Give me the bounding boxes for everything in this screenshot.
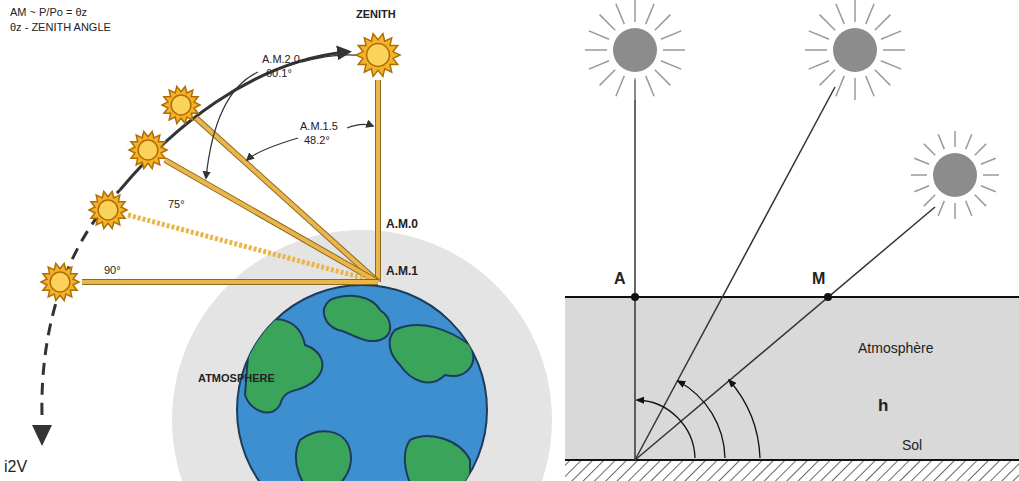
angle-label: h: [878, 396, 888, 416]
sun-ray: [966, 201, 972, 216]
point-label: A: [614, 270, 626, 288]
sun-ray: [589, 31, 609, 39]
sun-core: [138, 140, 158, 160]
sun-icons: [41, 34, 400, 301]
sun-core: [171, 95, 191, 115]
sun-ray: [854, 78, 856, 100]
arrowhead: [32, 425, 52, 446]
sun-ray: [585, 49, 607, 51]
sun-ray: [966, 134, 972, 149]
sun-core: [50, 272, 70, 292]
sun-ray: [634, 78, 636, 100]
ground-hatch: [565, 461, 1019, 481]
sun-ray: [875, 15, 891, 31]
sun-ray: [820, 15, 836, 31]
sun-ray: [836, 76, 844, 96]
point-a: [631, 293, 639, 301]
sun-ray: [914, 186, 929, 192]
sun-ray: [938, 134, 944, 149]
air-mass-label: A.M.0: [386, 218, 418, 232]
sun-ray: [975, 195, 986, 206]
point-m: [824, 293, 832, 301]
sun-ray: [616, 4, 624, 24]
sun-ray: [881, 31, 901, 39]
sun-path-arrow: [120, 52, 346, 190]
angle-label: 60.1°: [266, 67, 292, 80]
air-mass-label: A.M.1.5: [300, 120, 338, 133]
continents: [245, 296, 473, 481]
sun-ray: [820, 70, 836, 86]
formula-note: θz - ZENITH ANGLE: [10, 21, 111, 34]
sun-lines: [635, 80, 935, 460]
sun-ray: [866, 76, 874, 96]
elevation-arcs: [637, 380, 760, 458]
sun-ray: [809, 61, 829, 69]
sun-ray: [954, 203, 956, 219]
sun-ray: [646, 76, 654, 96]
sun-ray: [938, 201, 944, 216]
sun-ray: [981, 158, 996, 164]
sun-ray: [661, 61, 681, 69]
sun-ray: [881, 61, 901, 69]
sun-ray: [854, 0, 856, 22]
sun-icons: [585, 0, 999, 219]
angle-label: 75°: [168, 198, 185, 211]
sun-ray: [883, 49, 905, 51]
sun-ray: [646, 4, 654, 24]
sun-ray: [809, 31, 829, 39]
sun-rays: [82, 80, 378, 282]
atmosphere-label: Atmosphère: [858, 340, 933, 356]
sun-star: [162, 87, 200, 124]
angle-label: 90°: [104, 264, 121, 277]
point-label: M: [812, 270, 825, 288]
sun-ray: [600, 15, 616, 31]
sun-disc: [613, 28, 657, 72]
sun-star: [356, 34, 400, 77]
sun-ray: [655, 15, 671, 31]
atmosphere-label: ATMOSPHERE: [198, 372, 275, 385]
sun-ray: [866, 4, 874, 24]
sun-ray: [975, 144, 986, 155]
ground-line: [565, 459, 1019, 461]
sun-ray: [911, 174, 927, 176]
sun-ray: [663, 49, 685, 51]
sun-star: [41, 264, 79, 301]
sun-ray: [805, 49, 827, 51]
sun-core: [367, 44, 390, 67]
air-mass-label: A.M.2.0: [262, 53, 300, 66]
sun-ray: [661, 31, 681, 39]
sun-star: [89, 192, 127, 229]
sun-ray: [634, 0, 636, 22]
sun-ray: [924, 195, 935, 206]
cropped-text: i2V: [4, 458, 27, 476]
formula-note: AM ~ P/Po = θz: [10, 6, 87, 19]
sun-ray: [875, 70, 891, 86]
sun-ray: [983, 174, 999, 176]
sun-ray: [914, 158, 929, 164]
air-mass-label: A.M.1: [386, 265, 418, 279]
angle-arrows: [206, 55, 373, 178]
sun-disc: [833, 28, 877, 72]
atmosphere-band: [565, 297, 1019, 460]
sun-ray: [836, 4, 844, 24]
ground-label: Sol: [902, 437, 922, 453]
sun-disc: [933, 153, 977, 197]
sun-ray: [655, 70, 671, 86]
sun-core: [98, 200, 118, 220]
sun-ray: [981, 186, 996, 192]
angle-label: 48.2°: [304, 134, 330, 147]
sun-ray: [600, 70, 616, 86]
sun-star: [129, 132, 167, 169]
sun-ray: [616, 76, 624, 96]
sun-ray: [954, 131, 956, 147]
sun-ray: [924, 144, 935, 155]
zenith-label: ZENITH: [356, 8, 396, 21]
sun-ray: [589, 61, 609, 69]
